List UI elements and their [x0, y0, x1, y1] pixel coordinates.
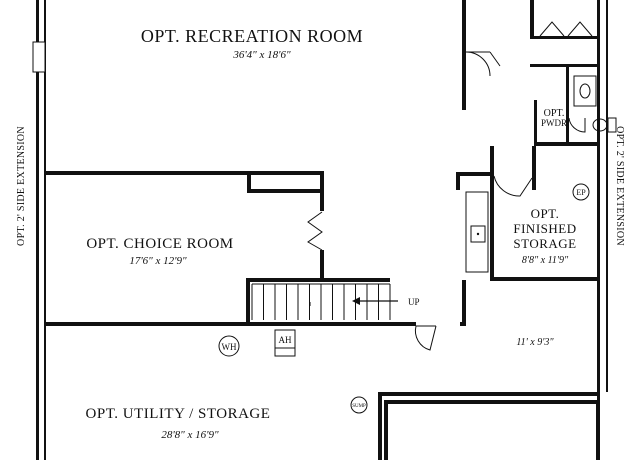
- water-heater-icon: [218, 335, 240, 357]
- left-exterior-wall-inner: [44, 0, 46, 460]
- stair-wall-left: [246, 278, 250, 326]
- finished-storage-title-1: OPT.: [531, 206, 560, 221]
- closet-wall-upper: [320, 171, 324, 211]
- choice-room-title: OPT. CHOICE ROOM: [86, 236, 233, 252]
- drain-icon: [476, 232, 480, 236]
- stair-wall-bottom: [246, 322, 416, 326]
- garage-inner-right: [596, 400, 600, 460]
- doors: [307, 21, 593, 351]
- stair-hall-wall: [462, 0, 466, 110]
- outer-walls: [32, 0, 608, 460]
- choice-room-dims: 17'6" x 12'9": [129, 255, 187, 267]
- side-extension-left-label: OPT. 2' SIDE EXTENSION: [16, 126, 27, 246]
- water-heater-label: WH: [222, 342, 237, 352]
- garage-left-wall: [378, 392, 382, 460]
- bifold-door-top: [539, 21, 593, 37]
- finished-storage-title-3: STORAGE: [513, 236, 576, 251]
- finished-storage-top-wall: [534, 142, 600, 146]
- recreation-room-title: OPT. RECREATION ROOM: [141, 26, 363, 46]
- hall-wall-right: [462, 280, 466, 326]
- stair-arrow-icon: [352, 297, 360, 305]
- sink-icon: [579, 83, 591, 99]
- door-leaf: [489, 51, 501, 67]
- finished-storage-door-jamb: [532, 146, 536, 190]
- garage-inner-top: [384, 400, 596, 404]
- toilet-icon: [592, 118, 608, 132]
- finished-storage-bottom-wall: [490, 277, 600, 281]
- powder-label-1: OPT.: [544, 108, 565, 119]
- fixtures: [465, 75, 617, 273]
- bath-wall-horizontal: [530, 36, 600, 39]
- hall-stub-top: [456, 172, 490, 176]
- choice-room-closet-left: [247, 171, 251, 193]
- hall-wall-corner: [460, 322, 466, 326]
- air-handler-icon: [274, 329, 296, 357]
- utility-room-dims: 28'8" x 16'9": [161, 429, 219, 441]
- utility-sink-icon: [470, 225, 486, 243]
- bath-wall-left: [530, 0, 534, 36]
- side-extension-right-label: OPT. 2' SIDE EXTENSION: [614, 126, 625, 246]
- toilet-tank: [607, 117, 617, 133]
- powder-label-2: PWDR: [541, 118, 567, 128]
- bifold-door-closet: [307, 211, 323, 251]
- door-swing-top: [465, 51, 491, 77]
- vanity: [573, 75, 597, 107]
- counter: [465, 191, 489, 273]
- choice-room-bottom-wall: [44, 322, 250, 326]
- finished-storage-title-2: FINISHED: [513, 221, 576, 236]
- air-handler-label: AH: [279, 335, 292, 345]
- bath-wall-lower: [530, 64, 600, 67]
- utility-room-title: OPT. UTILITY / STORAGE: [86, 406, 271, 422]
- stairs-up-label: UP: [408, 297, 420, 307]
- door-swing-hall: [414, 325, 437, 351]
- garage-top-wall: [378, 392, 600, 396]
- sump-icon: [350, 396, 368, 414]
- right-exterior-wall: [597, 0, 600, 460]
- electric-panel-icon: [572, 183, 590, 201]
- choice-room-closet-bottom: [247, 189, 324, 193]
- sump-label: SUMP: [352, 404, 366, 409]
- closet-wall-lower: [320, 250, 324, 280]
- electric-panel-label: EP: [576, 188, 586, 197]
- finished-storage-left-wall: [490, 146, 494, 280]
- stair-wall-top: [246, 278, 390, 282]
- powder-wall-inner: [534, 100, 537, 144]
- recreation-room-dims: 36'4" x 18'6": [232, 49, 291, 61]
- choice-room-top-wall: [44, 171, 324, 175]
- left-exterior-wall: [36, 0, 39, 460]
- powder-wall-left: [566, 66, 569, 144]
- hall-stub-wall: [456, 172, 460, 190]
- right-exterior-wall-outer: [606, 0, 608, 392]
- door-swing-powder: [568, 117, 586, 133]
- door-swing-storage: [493, 175, 533, 197]
- finished-storage-dims: 8'8" x 11'9": [522, 255, 569, 266]
- stairs: [251, 283, 391, 320]
- interior-walls: [44, 0, 600, 460]
- left-window: [32, 41, 46, 73]
- garage-inner-left: [384, 400, 388, 460]
- hall-dims: 11' x 9'3": [516, 337, 554, 348]
